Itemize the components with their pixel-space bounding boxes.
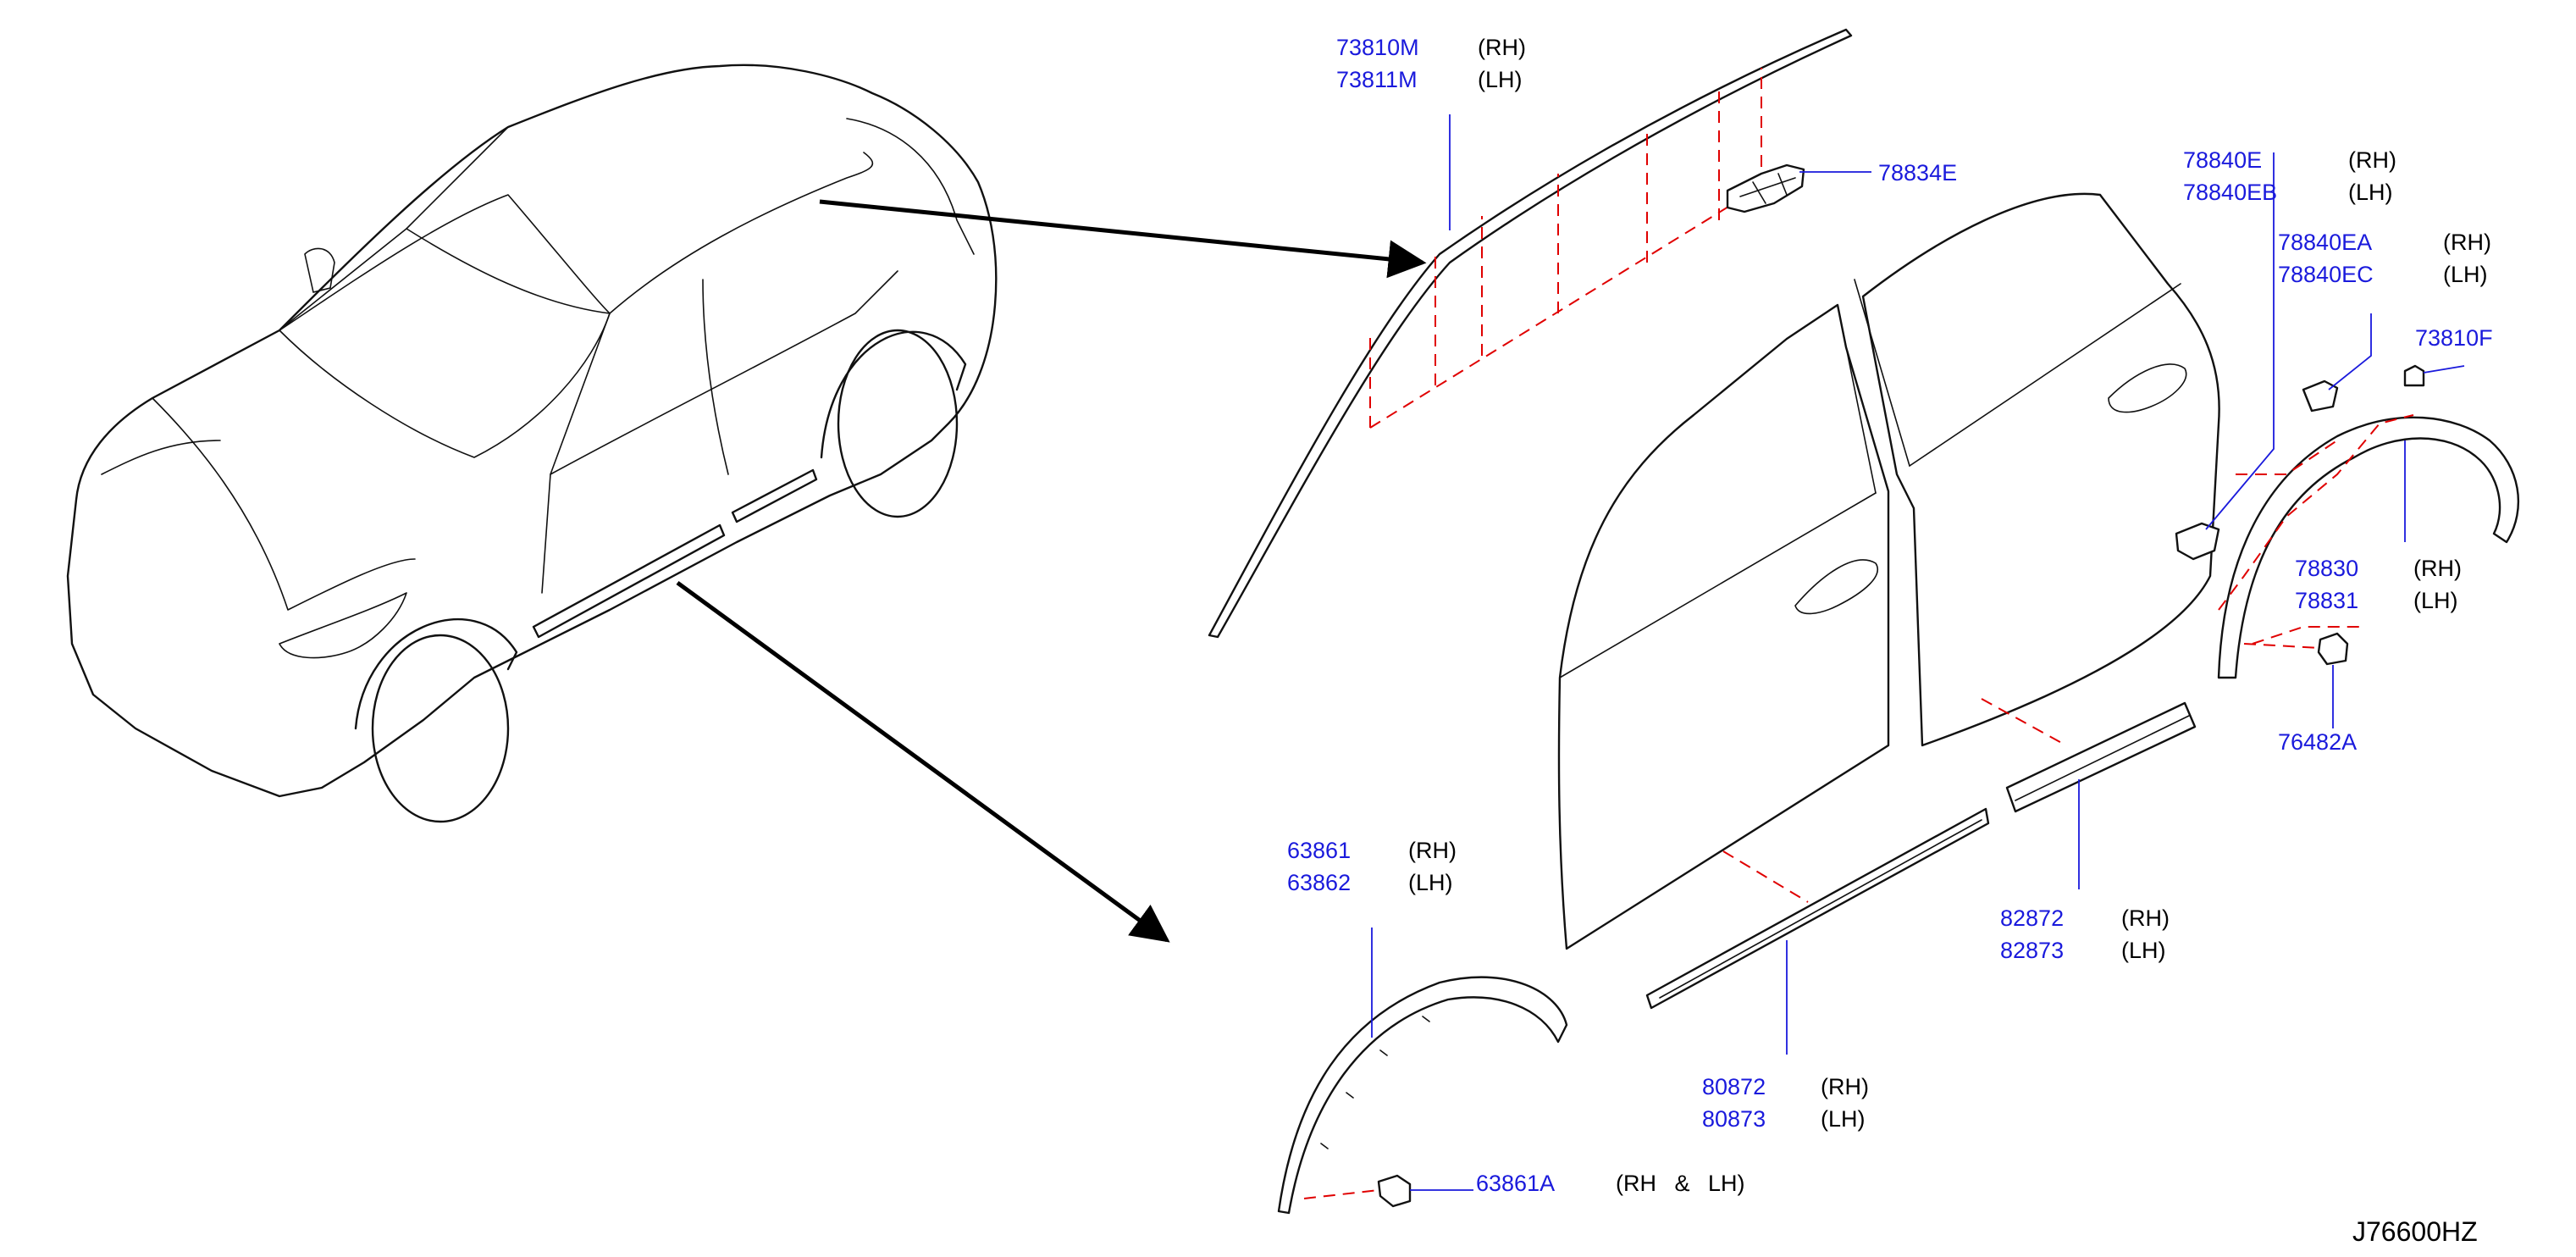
part-number-78834E: 78834E — [1878, 160, 1957, 186]
side-rh: (RH) — [2413, 556, 2462, 581]
roof-molding — [1208, 28, 1871, 639]
labels: 73810M (RH) 73811M (LH) 78834E 78840E (R… — [1287, 35, 2493, 1247]
side-rh: (RH) — [1478, 35, 1526, 60]
part-number-73810F: 73810F — [2415, 325, 2493, 351]
diagram-code: J76600HZ — [2352, 1216, 2478, 1247]
vehicle-overview — [66, 64, 998, 823]
side-lh: (LH) — [1478, 67, 1523, 92]
side-rh: (RH) — [1408, 838, 1457, 863]
side-lh: (LH) — [1408, 870, 1453, 895]
front-wheel-arch-molding — [1277, 928, 1568, 1215]
part-number-78830: 78830 — [2295, 556, 2358, 581]
part-number-63862: 63862 — [1287, 870, 1351, 895]
part-number-80873: 80873 — [1702, 1106, 1766, 1132]
side-lh: (LH) — [2443, 262, 2488, 287]
lower-door-moldings — [1645, 698, 2197, 1055]
door-panels — [1557, 192, 2220, 950]
side-rh: (RH) — [1821, 1074, 1869, 1099]
part-number-78840E: 78840E — [2183, 147, 2262, 173]
side-rh: (RH) — [2121, 905, 2170, 931]
part-number-82873: 82873 — [2000, 938, 2064, 963]
side-lh: (LH) — [1821, 1106, 1866, 1132]
part-number-78840EA: 78840EA — [2278, 230, 2372, 255]
side-rh-and-lh: (RH & LH) — [1616, 1171, 1745, 1196]
part-number-76482A: 76482A — [2278, 729, 2357, 755]
part-number-63861A: 63861A — [1476, 1171, 1555, 1196]
part-number-78831: 78831 — [2295, 588, 2358, 613]
part-number-73811M: 73811M — [1336, 67, 1418, 92]
side-rh: (RH) — [2443, 230, 2491, 255]
part-number-80872: 80872 — [1702, 1074, 1766, 1099]
arrow-to-roof-molding — [819, 199, 1427, 279]
side-lh: (LH) — [2121, 938, 2166, 963]
part-number-78840EC: 78840EC — [2278, 262, 2374, 287]
side-rh: (RH) — [2348, 147, 2396, 173]
part-number-82872: 82872 — [2000, 905, 2064, 931]
side-lh: (LH) — [2348, 180, 2393, 205]
part-number-63861: 63861 — [1287, 838, 1351, 863]
part-number-78840EB: 78840EB — [2183, 180, 2277, 205]
arrow-to-side-parts — [676, 580, 1170, 943]
rear-wheel-arch-molding — [2175, 152, 2520, 728]
part-number-73810M: 73810M — [1336, 35, 1419, 60]
side-lh: (LH) — [2413, 588, 2458, 613]
